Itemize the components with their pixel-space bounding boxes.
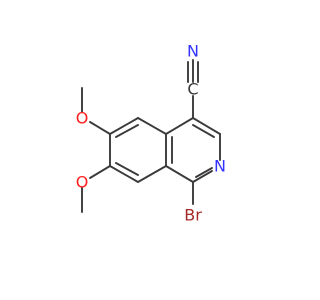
bond-c7-c8 (109, 165, 139, 183)
bond-c5-c6-inner (115, 124, 139, 138)
bonds (81, 59, 221, 213)
bond-c1-n2 (192, 170, 213, 183)
bond-c8a-c1 (165, 165, 194, 183)
atom-labels: N C N Br O O (76, 42, 226, 225)
bond-c7-c8-inner (115, 162, 139, 176)
bond-c5-c6 (109, 117, 139, 135)
atom-n-nitrile: N (187, 42, 199, 61)
bond-c3-c4-inner (192, 124, 215, 138)
bond-c1-n2-inner (195, 167, 213, 178)
bond-c7-o (89, 165, 111, 179)
bond-c4-c4a (165, 117, 194, 135)
bond-c6-o (89, 121, 111, 135)
atom-c-nitrile: C (187, 80, 198, 99)
atom-o-upper: O (76, 109, 89, 128)
atom-o-lower: O (76, 173, 89, 192)
atom-br: Br (184, 206, 202, 225)
bond-c3-c4 (192, 117, 221, 135)
bond-c4a-c5 (137, 117, 167, 135)
atom-n-ring: N (214, 157, 226, 176)
molecule-structure: N C N Br O O (76, 42, 226, 225)
bond-c8-c8a (137, 165, 167, 183)
